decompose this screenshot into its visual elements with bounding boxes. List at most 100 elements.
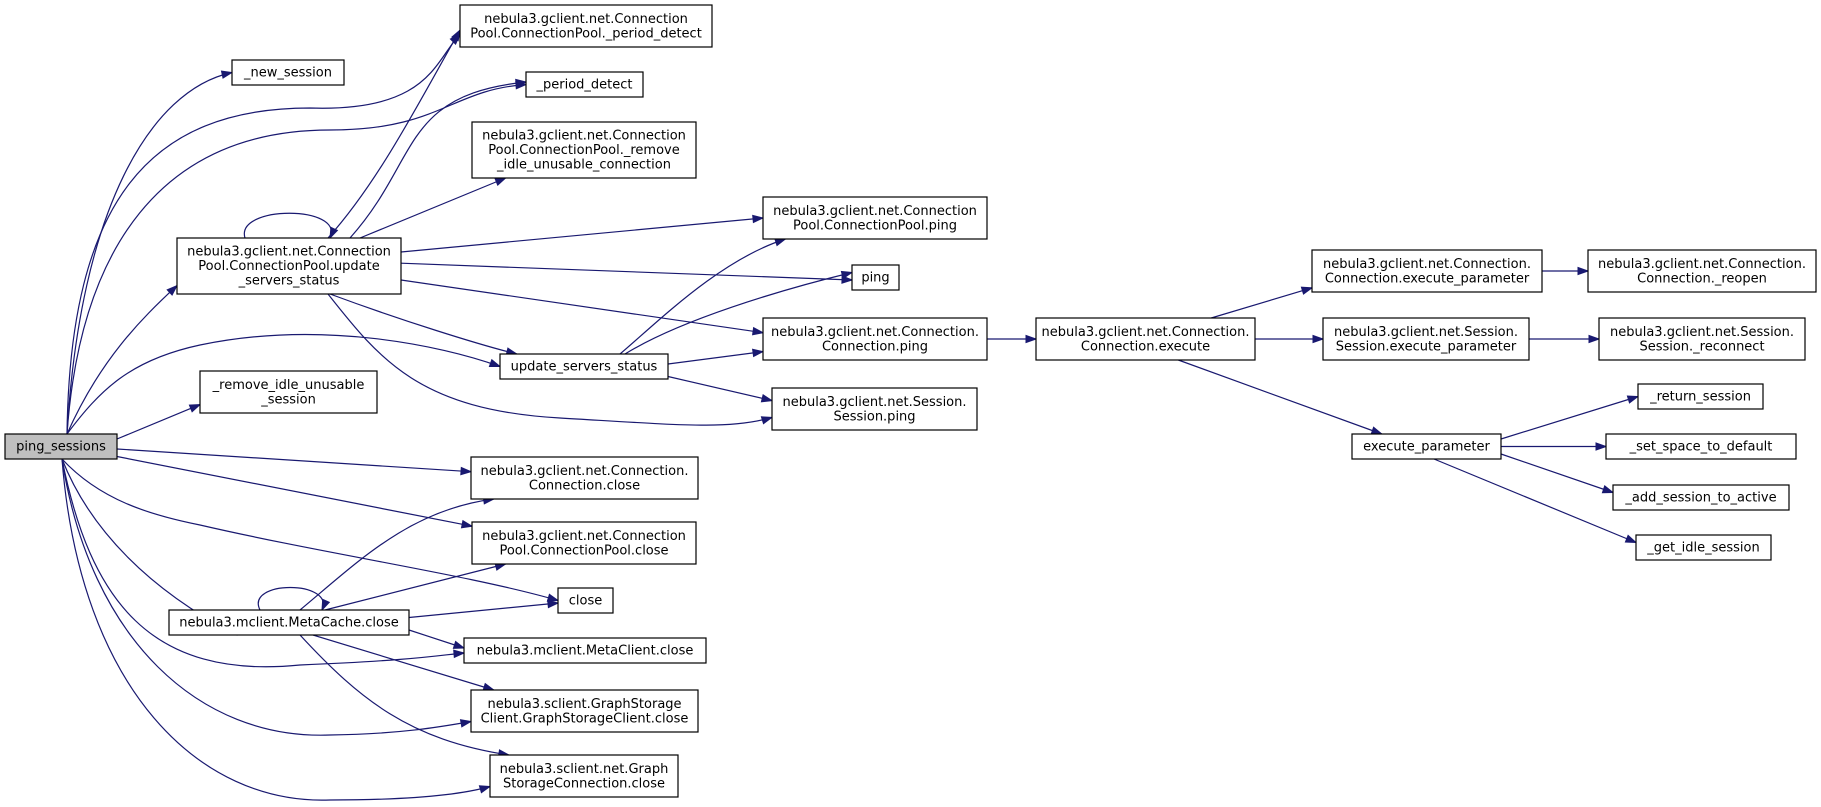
node-cp-ping[interactable]: nebula3.gclient.net.ConnectionPool.Conne… [762,196,988,240]
node-gs-conn-close[interactable]: nebula3.sclient.net.GraphStorageConnecti… [489,754,679,798]
edge-ping_sessions-to-cp_close [116,455,474,529]
edge-line [299,634,509,756]
edge-line [116,404,201,440]
arrowhead-icon [453,649,466,659]
arrowhead-icon [760,416,774,425]
edge-metacache_close-to-metacache_close [257,587,331,612]
edge-line [66,285,178,435]
node-box [1311,249,1543,293]
node-box [557,587,614,614]
node-update-servers-status[interactable]: update_servers_status [499,353,669,380]
node-conn-close[interactable]: nebula3.gclient.net.Connection.Connectio… [470,456,699,500]
node-label: Pool.ConnectionPool.close [499,543,668,558]
edge-line [359,177,506,239]
edge-cp_update_status-to-period_detect [349,78,528,239]
node-box [489,754,679,798]
node-label: Session.execute_parameter [1336,339,1517,354]
node-label: StorageConnection.close [503,776,665,791]
edge-line [400,279,764,334]
edge-ping_sessions-to-close [61,458,560,602]
node-add-session-active[interactable]: _add_session_to_active [1612,484,1790,511]
edge-conn_execute-to-conn_execute_param [1211,286,1314,319]
node-box [168,609,410,636]
node-close[interactable]: close [557,587,614,614]
node-box [471,521,697,565]
node-label: _new_session [243,66,332,81]
edge-line [1500,453,1614,494]
node-box [1598,317,1806,361]
arrowhead-icon [452,640,466,649]
edge-line [349,81,527,239]
node-label: _idle_unusable_connection [496,158,671,173]
node-cp-close[interactable]: nebula3.gclient.net.ConnectionPool.Conne… [471,521,697,565]
node-ping-sessions[interactable]: ping_sessions [4,433,118,460]
arrowhead-icon [1601,484,1615,494]
node-execute-parameter[interactable]: execute_parameter [1351,433,1502,460]
node-label: _add_session_to_active [1624,491,1776,506]
node-remove-idle-session[interactable]: _remove_idle_unusable_session [199,370,378,414]
node-label: nebula3.mclient.MetaCache.close [179,616,399,631]
node-label: Session.ping [833,409,915,424]
arrowhead-icon [220,70,234,79]
node-session-ping[interactable]: nebula3.gclient.net.Session.Session.ping [771,387,978,431]
node-label: Session._reconnect [1639,339,1764,354]
arrowhead-icon [459,719,473,728]
node-session-reconnect[interactable]: nebula3.gclient.net.Session.Session._rec… [1598,317,1806,361]
node-cp-update-status[interactable]: nebula3.gclient.net.ConnectionPool.Conne… [176,237,402,295]
arrowhead-icon [188,404,202,413]
node-ping[interactable]: ping [851,264,900,291]
edge-cp_update_status-to-cp_period_detect [327,28,461,239]
edge-cp_update_status-to-cp_update_status [244,212,339,240]
node-get-idle-session[interactable]: _get_idle_session [1635,534,1772,561]
node-box [4,433,118,460]
node-box [1351,433,1502,460]
node-period-detect[interactable]: _period_detect [525,71,644,98]
node-session-execute-param[interactable]: nebula3.gclient.net.Session.Session.exec… [1322,317,1530,361]
edge-cp_update_status-to-update_servers_status [329,293,519,356]
arrowhead-icon [546,593,560,602]
arrowhead-icon [166,284,179,296]
node-label: nebula3.gclient.net.Connection. [771,325,979,340]
node-label: nebula3.mclient.MetaClient.close [477,644,694,659]
node-metacache-close[interactable]: nebula3.mclient.MetaCache.close [168,609,410,636]
arrowhead-icon [752,326,765,336]
node-box [470,689,699,733]
node-cp-remove-idle[interactable]: nebula3.gclient.net.ConnectionPool.Conne… [471,121,697,179]
edge-line [244,212,332,239]
node-gs-client-close[interactable]: nebula3.sclient.GraphStorageClient.Graph… [470,689,699,733]
arrowhead-icon [1312,334,1325,344]
node-new-session[interactable]: _new_session [231,59,345,86]
node-set-space-default[interactable]: _set_space_to_default [1605,433,1797,460]
node-cp-period-detect[interactable]: nebula3.gclient.net.ConnectionPool.Conne… [459,4,713,48]
edge-ping_sessions-to-cp_update_status [66,284,179,435]
edge-metacache_close-to-cp_close [324,562,508,611]
node-label: Pool.ConnectionPool._period_detect [470,26,702,41]
edge-conn_ping-to-conn_execute [987,334,1038,344]
edge-ping_sessions-to-update_servers_status [66,333,502,435]
node-conn-ping[interactable]: nebula3.gclient.net.Connection.Connectio… [762,317,988,361]
node-conn-reopen[interactable]: nebula3.gclient.net.Connection.Connectio… [1587,249,1817,293]
node-conn-execute[interactable]: nebula3.gclient.net.Connection.Connectio… [1035,317,1256,361]
arrowhead-icon [547,599,560,609]
edge-ping_sessions-to-gs_client_close [61,458,473,736]
node-box [199,370,378,414]
edge-ping_sessions-to-metacache_close [61,458,238,636]
edge-ping_sessions-to-gs_conn_close [61,458,492,801]
edge-line [66,83,527,435]
node-conn-execute-param[interactable]: nebula3.gclient.net.Connection.Connectio… [1311,249,1543,293]
node-label: nebula3.sclient.GraphStorage [487,697,681,712]
arrowhead-icon [460,519,474,529]
edge-line [1500,395,1639,440]
arrowhead-icon [752,348,765,358]
node-label: _period_detect [535,78,632,93]
node-return-session[interactable]: _return_session [1637,383,1764,410]
edge-line [61,458,559,602]
node-label: nebula3.gclient.net.Connection. [481,464,689,479]
arrowhead-icon [451,28,461,42]
node-metaclient-close[interactable]: nebula3.mclient.MetaClient.close [463,637,707,664]
arrowhead-icon [1025,334,1038,344]
edge-metacache_close-to-conn_close [299,496,496,611]
arrowhead-icon [460,466,473,476]
node-label: Connection.ping [822,339,928,354]
arrowhead-icon [1624,534,1638,544]
